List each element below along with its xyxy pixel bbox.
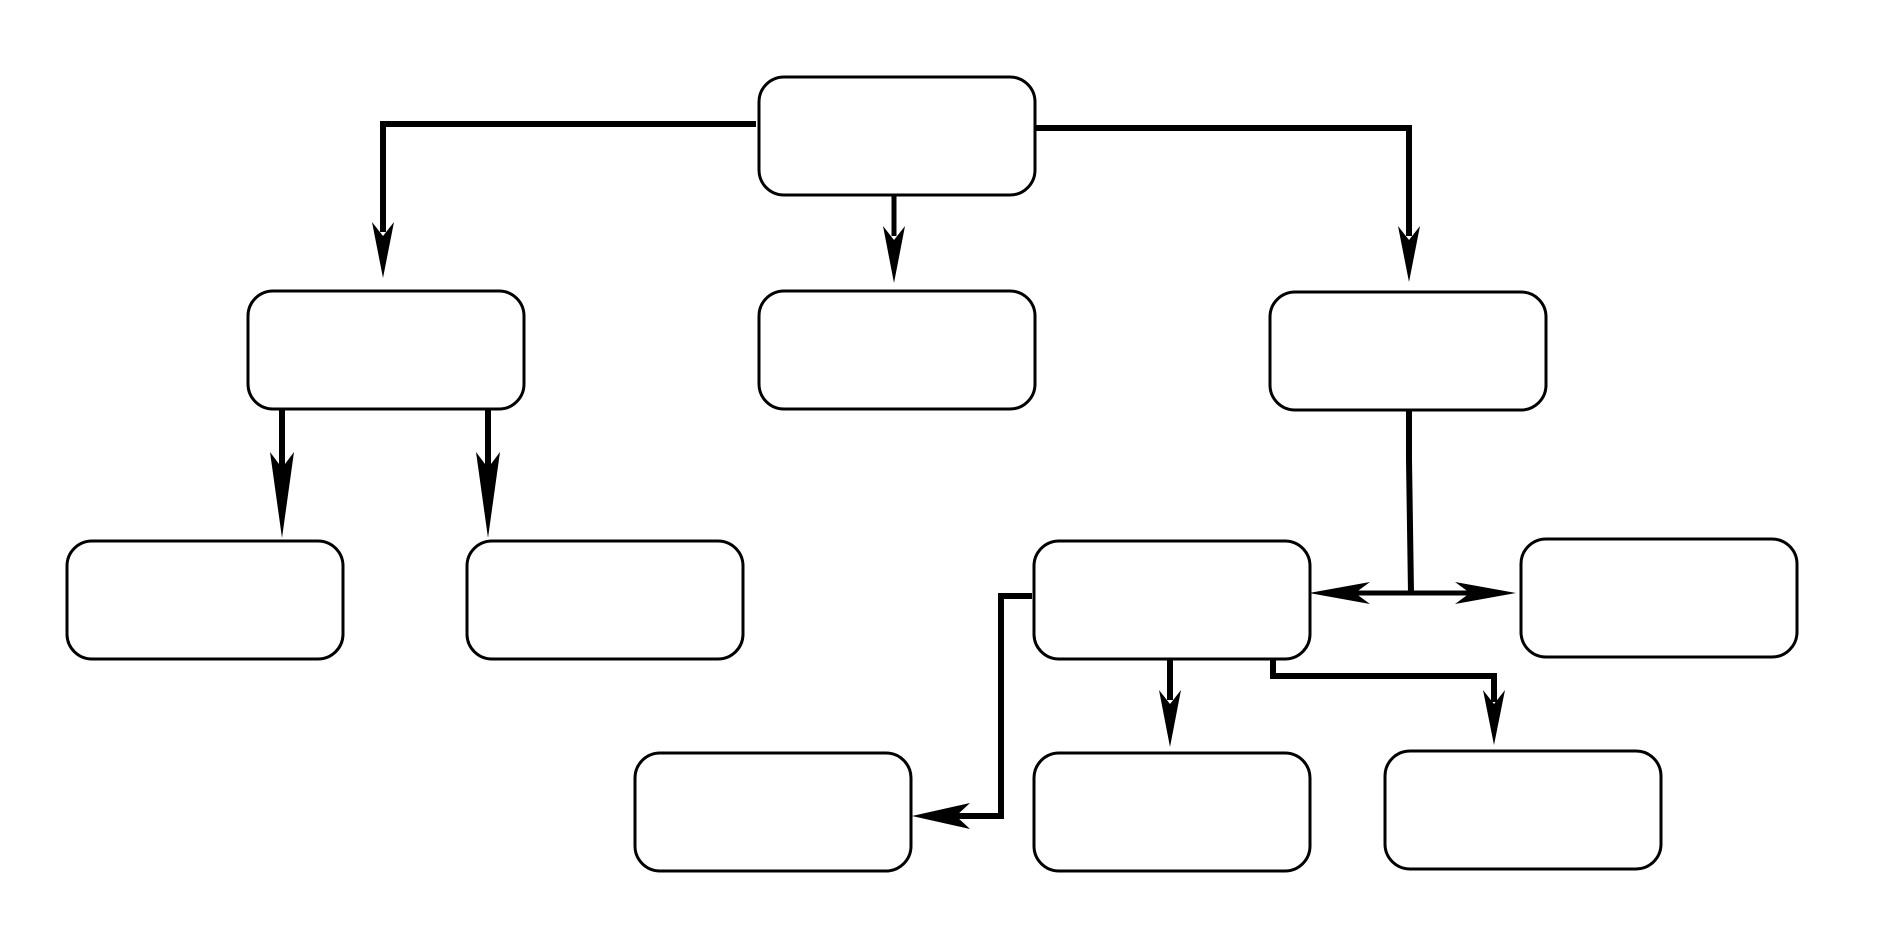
arrowhead-level2-right-center — [1309, 582, 1370, 604]
edge-root-to-level1-left — [380, 121, 756, 232]
arrowhead-level1-middle — [883, 226, 905, 283]
edge-root-to-level1-right — [1033, 125, 1412, 236]
node-level2-left-a[interactable] — [65, 539, 345, 661]
node-level3-right[interactable] — [1383, 749, 1663, 871]
edge-level2-center-to-level3-left — [950, 593, 1032, 819]
arrowhead-level1-right — [1398, 226, 1420, 282]
arrowhead-level1-left — [372, 222, 394, 278]
edge-level1-right-trunk — [1406, 410, 1414, 594]
node-level1-right[interactable] — [1268, 290, 1548, 412]
arrowhead-level3-right — [1483, 690, 1505, 745]
node-level3-left[interactable] — [633, 751, 913, 873]
edge-level2-center-to-level3-right — [1270, 660, 1497, 702]
arrowhead-level2-left-a — [270, 452, 294, 538]
node-level1-middle[interactable] — [757, 289, 1037, 411]
arrowhead-level2-left-b — [476, 452, 500, 538]
node-level2-left-b[interactable] — [465, 539, 745, 661]
node-root[interactable] — [757, 75, 1037, 197]
connectors — [270, 121, 1516, 829]
arrowhead-level2-right-side — [1455, 582, 1516, 604]
arrowhead-level3-left — [912, 803, 970, 829]
node-level1-left[interactable] — [246, 289, 526, 411]
arrowhead-level3-middle — [1159, 690, 1181, 747]
node-level2-right-side[interactable] — [1519, 537, 1799, 659]
node-level2-right-center[interactable] — [1032, 539, 1312, 661]
node-level3-middle[interactable] — [1032, 751, 1312, 873]
